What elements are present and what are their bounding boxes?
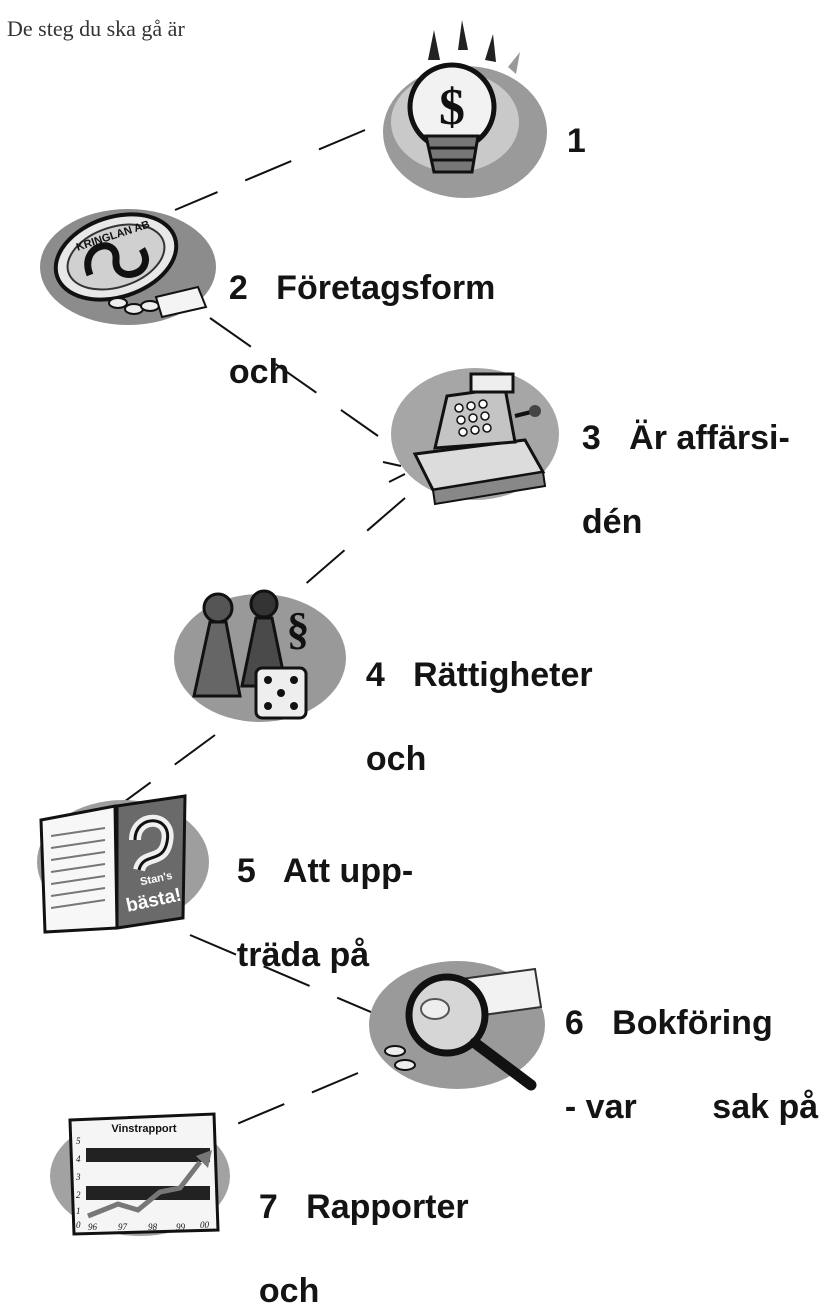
intro-text: De steg du ska gå är	[7, 16, 185, 41]
step-3-clipart	[375, 362, 560, 507]
step-4-label: 4 Rättigheter och	[347, 612, 593, 780]
step-4-number: 4	[365, 656, 385, 694]
step-1-label: 1	[548, 78, 586, 162]
x-tick-00: 00	[200, 1220, 210, 1230]
profit-report-chart-icon: Vinstrapport 5 4 3 2 1 0 96 97 98 99 00	[50, 1112, 230, 1236]
y-tick-0: 0	[76, 1220, 81, 1230]
step-5-line1: Att upp-	[282, 852, 414, 890]
magazine-icon: Stan's bästa!	[37, 794, 209, 934]
step-7-line1: Rapporter	[306, 1188, 469, 1226]
x-tick-98: 98	[148, 1222, 158, 1232]
step-1-clipart: $	[360, 12, 550, 202]
step-5-clipart: Stan's bästa!	[35, 790, 213, 935]
step-6-label: 6 Bokföring - var sak på	[546, 960, 818, 1128]
step-3-line1: Är affärsi-	[629, 419, 790, 457]
y-tick-3: 3	[75, 1172, 81, 1182]
y-tick-4: 4	[76, 1154, 81, 1164]
step-7-line2: och	[258, 1272, 320, 1310]
step-6-line1: Bokföring	[612, 1004, 773, 1042]
step-7-label: 7 Rapporter och	[240, 1144, 469, 1312]
step-5-number: 5	[236, 852, 256, 890]
y-tick-5: 5	[76, 1136, 81, 1146]
company-sign-icon: KRINGLAN AB	[40, 209, 216, 325]
step-6-clipart	[365, 955, 550, 1095]
step-4-line1: Rättigheter	[413, 656, 593, 694]
magnifier-icon	[369, 961, 545, 1091]
step-2-line2: och	[228, 353, 290, 391]
step-2-number: 2	[228, 269, 248, 307]
step-7-clipart: Vinstrapport 5 4 3 2 1 0 96 97 98 99 00	[48, 1112, 233, 1238]
game-pieces-dice-icon: §	[174, 589, 346, 722]
cash-register-icon	[382, 368, 559, 506]
svg-text:$: $	[439, 79, 465, 136]
chart-title: Vinstrapport	[111, 1123, 177, 1135]
paragraph-symbol: §	[287, 603, 310, 654]
step-3-label: 3 Är affärsi- dén	[563, 375, 790, 543]
step-3-number: 3	[581, 419, 601, 457]
y-tick-2: 2	[76, 1190, 81, 1200]
x-tick-97: 97	[118, 1222, 128, 1232]
step-6-line2: - var sak på	[564, 1088, 819, 1126]
step-2-label: 2 Företagsform och	[210, 225, 495, 393]
step-2-line1: Företagsform	[276, 269, 496, 307]
step-4-line2: och	[365, 740, 427, 778]
x-tick-99: 99	[176, 1222, 186, 1232]
x-tick-96: 96	[88, 1222, 98, 1232]
step-2-clipart: KRINGLAN AB	[38, 205, 218, 330]
step-3-line2: dén	[581, 503, 643, 541]
step-1-number: 1	[566, 122, 586, 160]
step-7-number: 7	[258, 1188, 278, 1226]
step-6-number: 6	[564, 1004, 584, 1042]
y-tick-1: 1	[76, 1206, 81, 1216]
step-5-line2: träda på	[236, 936, 370, 974]
step-5-label: 5 Att upp- träda på	[218, 808, 413, 976]
lightbulb-dollar-icon: $	[383, 20, 547, 198]
step-4-clipart: §	[170, 578, 350, 728]
